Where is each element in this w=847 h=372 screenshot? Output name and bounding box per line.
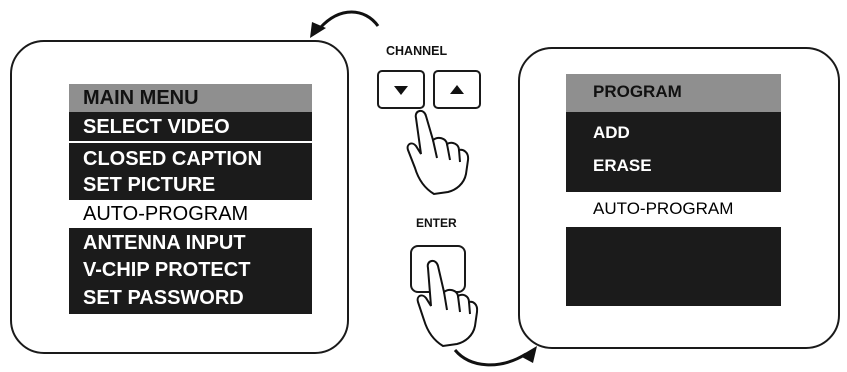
channel-up-button[interactable] bbox=[433, 70, 481, 109]
menu-item-closed-caption[interactable]: CLOSED CAPTION bbox=[83, 148, 262, 170]
channel-down-button[interactable] bbox=[377, 70, 425, 109]
menu-item-erase[interactable]: ERASE bbox=[593, 156, 652, 175]
menu-item-auto-program-selected[interactable]: AUTO-PROGRAM bbox=[566, 192, 781, 227]
hand-pointer-icon bbox=[406, 110, 470, 196]
menu-separator bbox=[69, 141, 312, 143]
channel-up-triangle-icon bbox=[450, 85, 464, 94]
menu-item-auto-program-selected[interactable]: AUTO-PROGRAM bbox=[69, 200, 312, 228]
menu-item-add[interactable]: ADD bbox=[593, 123, 630, 142]
program-menu-panel: PROGRAM ADD ERASE AUTO-PROGRAM bbox=[566, 74, 781, 306]
enter-label: ENTER bbox=[416, 216, 457, 230]
curved-arrow-icon bbox=[310, 10, 380, 38]
menu-item-set-password[interactable]: SET PASSWORD bbox=[83, 287, 244, 309]
menu-title-program: PROGRAM bbox=[566, 74, 781, 112]
channel-down-triangle-icon bbox=[394, 86, 408, 95]
menu-item-set-picture[interactable]: SET PICTURE bbox=[83, 174, 216, 196]
channel-label: CHANNEL bbox=[386, 44, 448, 58]
menu-item-select-video[interactable]: SELECT VIDEO bbox=[83, 116, 230, 138]
hand-pointer-icon bbox=[416, 260, 479, 348]
menu-item-v-chip-protect[interactable]: V-CHIP PROTECT bbox=[83, 259, 251, 281]
menu-title-main-menu: MAIN MENU bbox=[69, 84, 312, 112]
curved-arrow-icon bbox=[453, 346, 537, 367]
menu-item-antenna-input[interactable]: ANTENNA INPUT bbox=[83, 232, 246, 254]
main-menu-panel: MAIN MENU SELECT VIDEO CLOSED CAPTION SE… bbox=[69, 84, 312, 314]
